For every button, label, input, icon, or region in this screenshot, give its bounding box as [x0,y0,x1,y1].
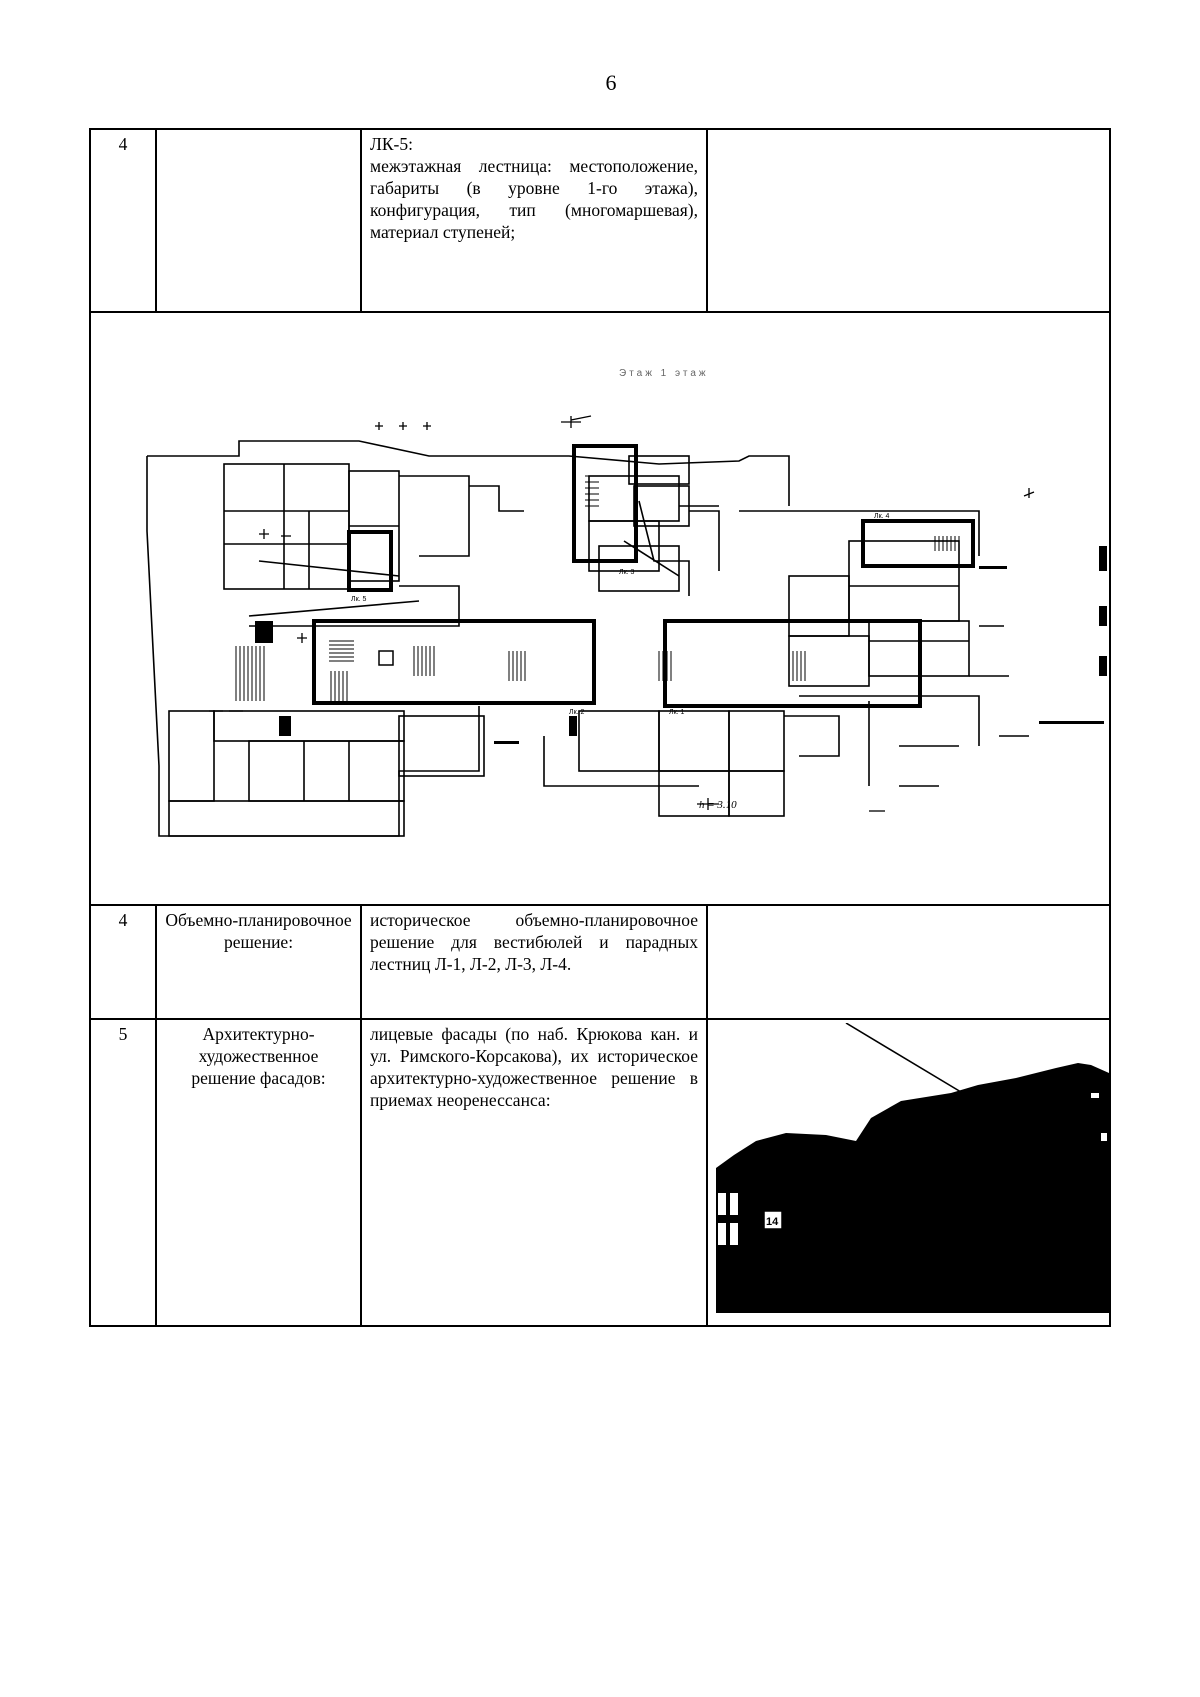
facade-photo-cell: 14 [706,1018,1111,1327]
row-number: 4 [89,904,157,1020]
row-name: Объемно-планировочное решение: [155,904,362,1020]
plan-label-lk1: Лк. 1 [669,709,685,716]
floor-plan: Этаж 1 этаж h = 3.10 Лк. 1 Лк. 2 Лк. 3 Л… [99,316,1115,901]
facade-photo: 14 [716,1022,1109,1313]
row-number: 4 [89,128,157,313]
table-row: 4 ЛК-5: межэтажная лестница: местоположе… [89,128,1111,313]
table-row: 4 Объемно-планировочное решение: историч… [89,904,1111,1020]
lk5-text: межэтажная лестница: местоположение, габ… [370,156,698,242]
lk1-outline [663,619,922,708]
row-image [706,904,1111,1020]
row-image [706,128,1111,313]
lk3-outline [572,444,638,563]
lk5-outline [347,530,393,592]
row-number: 5 [89,1018,157,1327]
plan-caption: Этаж 1 этаж [619,368,709,379]
plan-label-lk4: Лк. 4 [874,513,890,520]
row-description: историческое объемно-планировочное решен… [360,904,708,1020]
floor-plan-drawing: Этаж 1 этаж h = 3.10 Лк. 1 Лк. 2 Лк. 3 Л… [146,368,1107,837]
protected-features-table: 4 ЛК-5: межэтажная лестница: местоположе… [89,128,1111,1327]
row-description: ЛК-5: межэтажная лестница: местоположени… [360,128,708,313]
plaque-number: 14 [766,1216,779,1228]
table-row: Этаж 1 этаж h = 3.10 Лк. 1 Лк. 2 Лк. 3 Л… [89,311,1111,906]
lk5-heading: ЛК-5: [370,134,413,154]
lk4-outline [861,519,975,568]
page-number: 6 [605,70,617,95]
lk2-outline [312,619,596,705]
table-row: 5 Архитектурно-художественное решение фа… [89,1018,1111,1327]
plan-label-lk3: Лк. 3 [619,569,635,576]
row-description: лицевые фасады (по наб. Крюкова кан. и у… [360,1018,708,1327]
row-name [155,128,362,313]
plan-label-lk2: Лк. 2 [569,709,585,716]
plan-label-lk5: Лк. 5 [351,596,367,603]
floor-plan-cell: Этаж 1 этаж h = 3.10 Лк. 1 Лк. 2 Лк. 3 Л… [89,311,1111,906]
house-number-plaque [763,1210,783,1230]
plan-height-label: h = 3.10 [699,799,737,811]
row-name: Архитектурно-художественное решение фаса… [155,1018,362,1327]
